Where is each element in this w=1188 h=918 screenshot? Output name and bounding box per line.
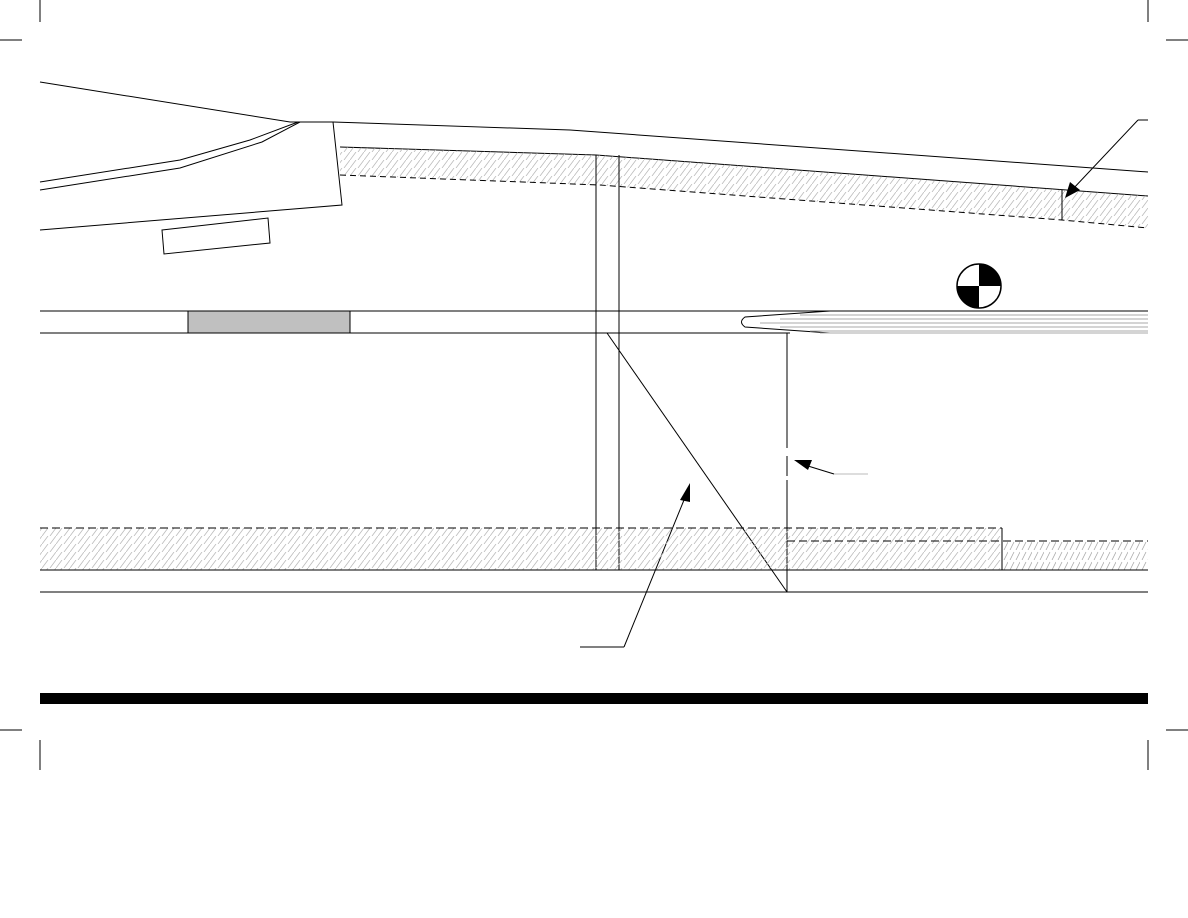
leader-arrow-icon bbox=[794, 460, 868, 475]
label-plate bbox=[161, 217, 271, 255]
page-rule bbox=[40, 693, 1148, 704]
leader-arrow-icon bbox=[1065, 119, 1148, 198]
leader-arrow-icon bbox=[580, 483, 690, 648]
canopy-outline bbox=[39, 81, 343, 255]
upper-fuselage bbox=[332, 121, 1149, 229]
crop-marks bbox=[0, 0, 1188, 770]
lower-fuselage bbox=[40, 527, 1148, 593]
center-of-gravity-icon bbox=[956, 263, 1002, 309]
former bbox=[595, 155, 620, 570]
wing-band bbox=[40, 310, 1148, 334]
